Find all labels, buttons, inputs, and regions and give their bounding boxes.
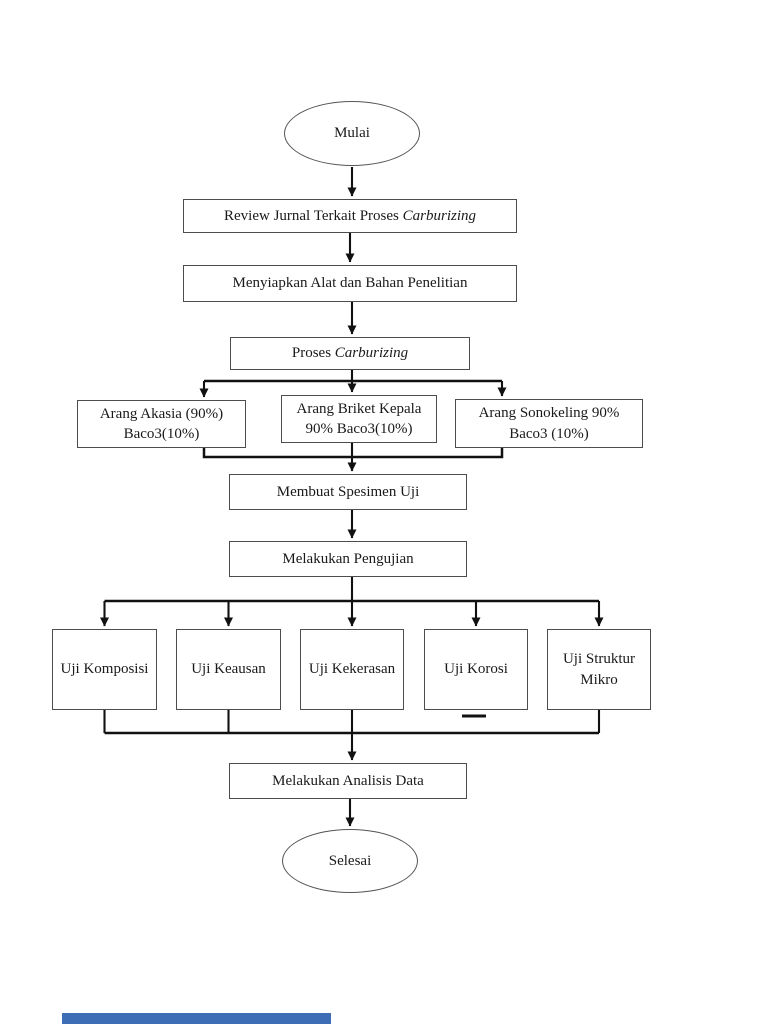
- test-uji-struktur-mikro: Uji Struktur Mikro: [547, 629, 651, 710]
- proses-label-prefix: Proses: [291, 345, 335, 362]
- process-carburizing: Proses Carburizing: [230, 337, 470, 370]
- uji-kekerasan-label: Uji Kekerasan: [308, 661, 396, 678]
- branch-arang-akasia: Arang Akasia (90%) Baco3(10%): [77, 400, 246, 448]
- process-menyiapkan-alat: Menyiapkan Alat dan Bahan Penelitian: [183, 265, 517, 302]
- arang-briket-line1: Arang Briket Kepala: [296, 400, 422, 417]
- end-terminator: Selesai: [282, 829, 418, 893]
- uji-keausan-label: Uji Keausan: [191, 661, 266, 678]
- branch-arang-sonokeling: Arang Sonokeling 90% Baco3 (10%): [455, 399, 643, 448]
- test-uji-komposisi: Uji Komposisi: [52, 629, 157, 710]
- review-label: Review Jurnal Terkait Proses Carburizing: [224, 206, 476, 226]
- arang-akasia-line2: Baco3(10%): [123, 426, 200, 442]
- process-melakukan-pengujian: Melakukan Pengujian: [229, 541, 467, 577]
- start-label: Mulai: [334, 125, 370, 142]
- bottom-progress-bar: [62, 1013, 331, 1024]
- process-membuat-spesimen: Membuat Spesimen Uji: [229, 474, 467, 510]
- review-label-prefix: Review Jurnal Terkait Proses: [224, 207, 403, 224]
- test-uji-korosi: Uji Korosi: [424, 629, 528, 710]
- process-review-jurnal: Review Jurnal Terkait Proses Carburizing: [183, 199, 517, 233]
- alat-label: Menyiapkan Alat dan Bahan Penelitian: [232, 275, 468, 292]
- spesimen-label: Membuat Spesimen Uji: [276, 483, 420, 500]
- branch-arang-briket: Arang Briket Kepala 90% Baco3(10%): [281, 395, 437, 443]
- review-label-italic: Carburizing: [402, 207, 476, 224]
- uji-struktur-mikro-label: Uji Struktur Mikro: [562, 651, 636, 688]
- pengujian-label: Melakukan Pengujian: [282, 550, 414, 567]
- end-label: Selesai: [328, 852, 372, 869]
- uji-komposisi-label: Uji Komposisi: [60, 661, 149, 678]
- arang-sonokeling-line2: Baco3 (10%): [509, 425, 589, 442]
- arang-sonokeling-line1: Arang Sonokeling 90%: [478, 405, 620, 422]
- arang-briket-line2: 90% Baco3(10%): [305, 421, 413, 437]
- analisis-label: Melakukan Analisis Data: [272, 772, 424, 789]
- test-uji-keausan: Uji Keausan: [176, 629, 281, 710]
- test-uji-kekerasan: Uji Kekerasan: [300, 629, 404, 710]
- start-terminator: Mulai: [284, 101, 420, 166]
- process-analisis-data: Melakukan Analisis Data: [229, 763, 467, 799]
- proses-label: Proses Carburizing: [292, 343, 408, 363]
- arang-akasia-line1: Arang Akasia (90%): [99, 405, 224, 422]
- uji-korosi-label: Uji Korosi: [444, 661, 508, 678]
- proses-label-italic: Carburizing: [334, 345, 409, 362]
